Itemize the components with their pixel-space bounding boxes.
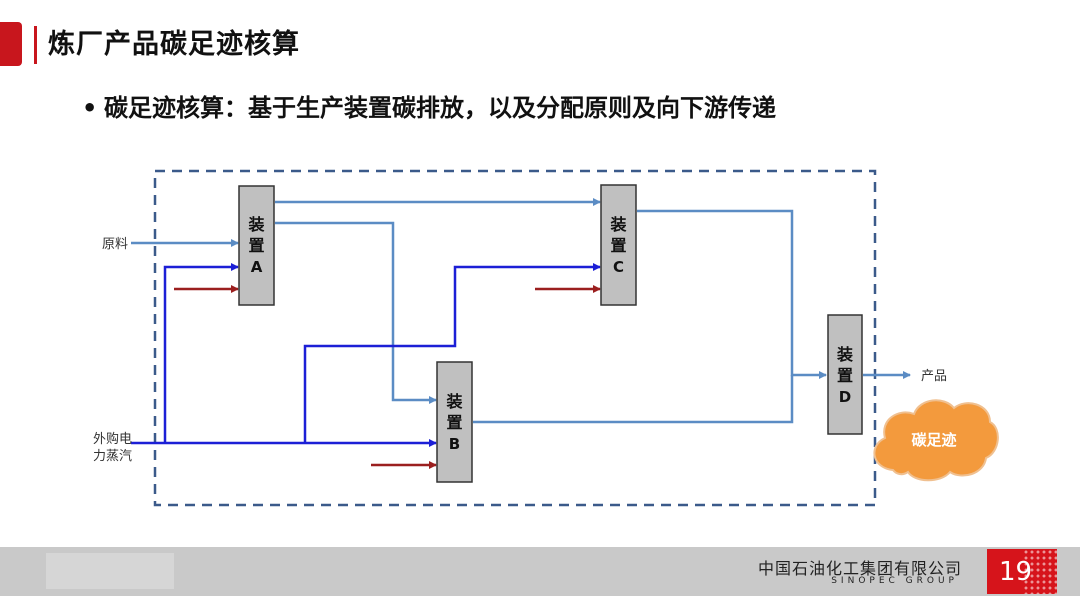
unit-a: 装 置 A <box>238 185 275 306</box>
flow-b-to-d <box>473 375 794 424</box>
bullet-text: 碳足迹核算：基于生产装置碳排放，以及分配原则及向下游传递 <box>104 94 776 122</box>
unit-b-label-1: 装 <box>445 392 462 411</box>
input-label-raw-material: 原料 <box>102 237 128 252</box>
unit-b-label-2: 置 <box>446 413 462 432</box>
flow-c-to-d <box>637 209 827 379</box>
carbon-footprint-cloud: 碳足迹 <box>873 399 999 482</box>
flow-a-to-b <box>275 221 437 404</box>
output-label-product: 产品 <box>921 369 947 384</box>
unit-c-label-2: 置 <box>610 236 626 255</box>
unit-a-label-1: 装 <box>247 215 264 234</box>
footer-bar: 中国石油化工集团有限公司 SINOPEC GROUP <box>0 547 1080 596</box>
bullet-dot: • <box>82 94 98 122</box>
company-name-en: SINOPEC GROUP <box>831 576 958 586</box>
page-title: 炼厂产品碳足迹核算 <box>48 29 300 60</box>
system-boundary <box>153 169 877 507</box>
page-number: 19 <box>999 557 1033 587</box>
unit-a-label-3: A <box>251 258 263 276</box>
bullet-point: •碳足迹核算：基于生产装置碳排放，以及分配原则及向下游传递 <box>82 90 776 126</box>
unit-b-label-3: B <box>449 435 460 453</box>
badge-dot-pattern <box>1023 549 1057 594</box>
unit-b: 装 置 B <box>436 361 473 483</box>
material-flows <box>131 198 911 424</box>
unit-a-label-2: 置 <box>248 236 264 255</box>
footer-blank-panel <box>46 553 174 589</box>
unit-c-label-3: C <box>613 258 624 276</box>
title-accent-block <box>0 22 22 66</box>
company-name-cn: 中国石油化工集团有限公司 <box>757 559 962 578</box>
input-label-purchased-1: 外购电 <box>93 431 132 447</box>
cloud-label: 碳足迹 <box>911 431 956 449</box>
energy-to-c <box>303 263 601 443</box>
energy-to-a <box>163 263 239 443</box>
emission-arrows <box>174 285 601 469</box>
unit-d-label-2: 置 <box>837 366 853 385</box>
title-accent-bar <box>34 26 37 64</box>
unit-d: 装 置 D <box>827 314 863 435</box>
page-number-badge: 19 <box>987 549 1057 594</box>
unit-d-label-3: D <box>839 388 851 406</box>
unit-d-label-1: 装 <box>836 345 853 364</box>
unit-c-label-1: 装 <box>609 215 626 234</box>
input-label-purchased-2: 力蒸汽 <box>93 449 132 464</box>
energy-flows <box>131 263 601 447</box>
unit-c: 装 置 C <box>600 184 637 306</box>
